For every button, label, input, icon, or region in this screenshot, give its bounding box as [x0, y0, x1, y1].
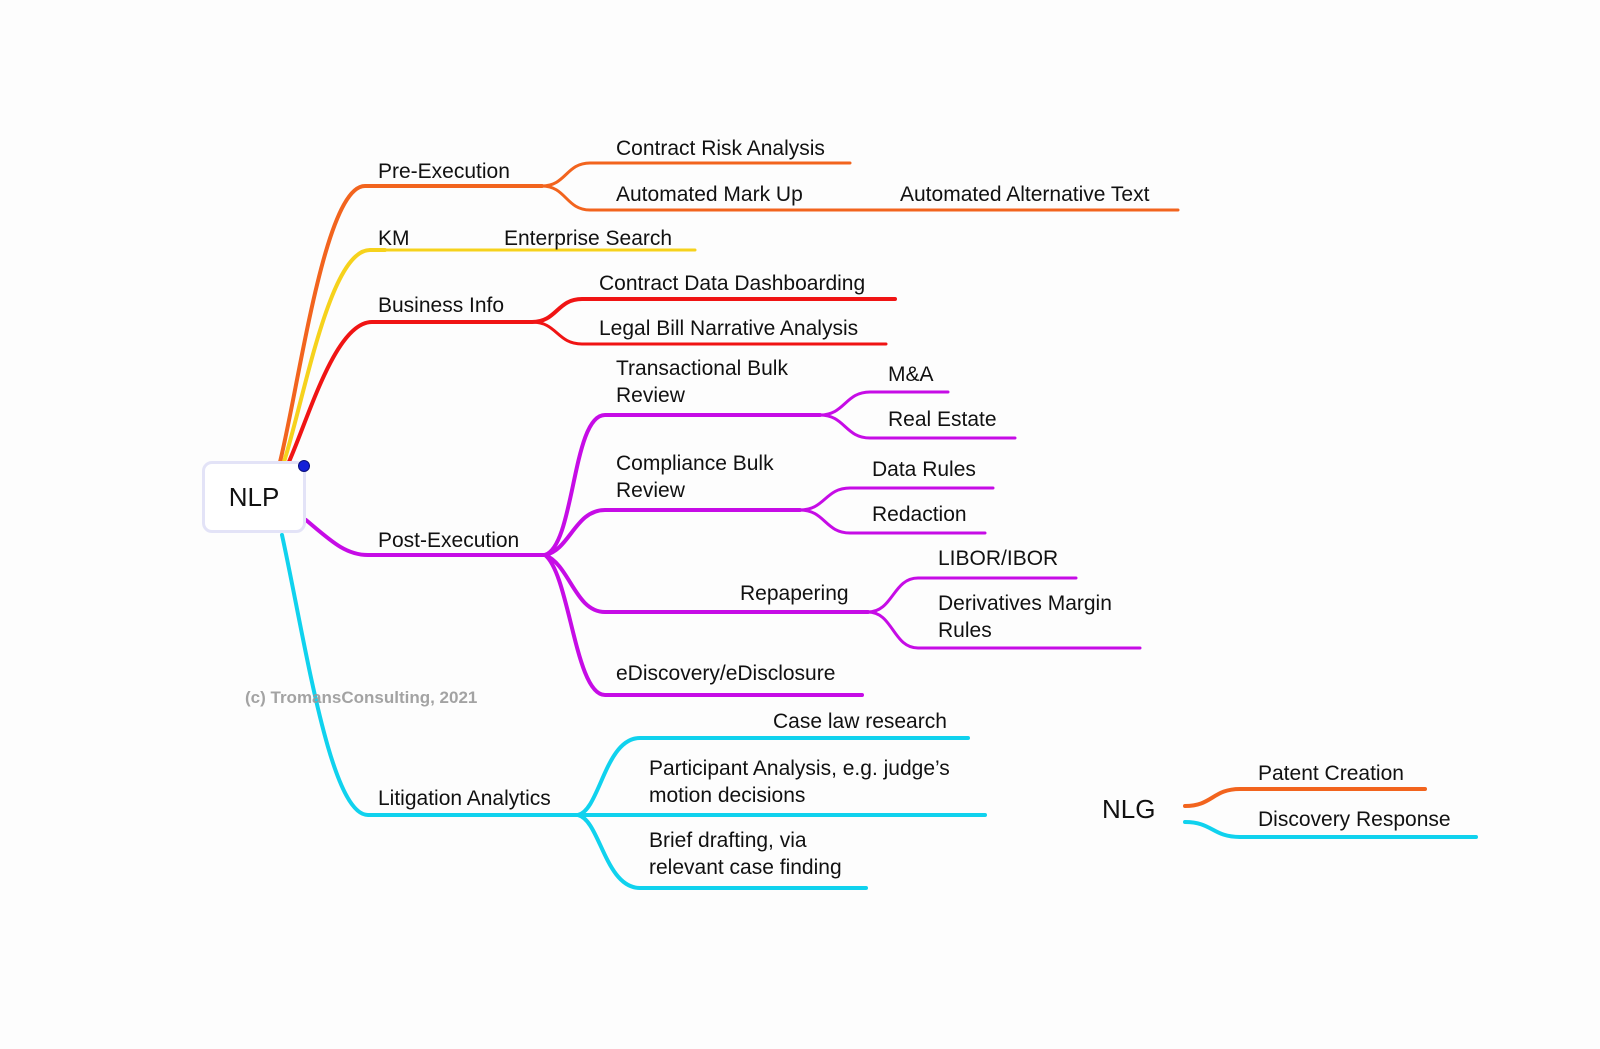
branch-line-pre-execution — [278, 184, 544, 464]
line-patent-creation — [1183, 787, 1427, 808]
node-m-and-a[interactable]: M&A — [888, 363, 934, 386]
branch-post-execution[interactable]: Post-Execution — [378, 529, 519, 552]
node-discovery-response[interactable]: Discovery Response — [1258, 808, 1451, 831]
node-patent-creation[interactable]: Patent Creation — [1258, 762, 1404, 785]
line-redaction — [798, 508, 987, 535]
node-enterprise-search[interactable]: Enterprise Search — [504, 227, 672, 250]
branch-line-business-info — [286, 320, 534, 466]
node-libor-ibor[interactable]: LIBOR/IBOR — [938, 547, 1058, 570]
node-contract-risk-analysis[interactable]: Contract Risk Analysis — [616, 137, 825, 160]
node-real-estate[interactable]: Real Estate — [888, 408, 997, 431]
node-contract-data-dashboarding[interactable]: Contract Data Dashboarding — [599, 272, 865, 295]
line-contract-data-dashboarding — [530, 297, 897, 324]
branch-line-post-execution — [304, 518, 547, 557]
line-transactional-bulk-review — [543, 413, 822, 557]
root-node-label: NLP — [228, 481, 280, 512]
line-data-rules — [798, 486, 995, 512]
line-libor-ibor — [866, 576, 1078, 614]
node-legal-bill-narrative-analysis[interactable]: Legal Bill Narrative Analysis — [599, 317, 858, 340]
line-automated-mark-up — [540, 184, 1180, 212]
branch-business-info[interactable]: Business Info — [378, 294, 504, 317]
line-contract-risk-analysis — [540, 161, 852, 188]
line-real-estate — [818, 413, 1017, 440]
branch-line-km — [282, 248, 387, 464]
branch-pre-execution[interactable]: Pre-Execution — [378, 160, 510, 183]
node-redaction[interactable]: Redaction — [872, 503, 967, 526]
line-discovery-response — [1183, 820, 1478, 839]
line-derivatives-margin-rules — [866, 610, 1142, 650]
line-legal-bill-narrative-analysis — [530, 320, 888, 346]
node-automated-alternative-text[interactable]: Automated Alternative Text — [900, 183, 1150, 206]
branch-line-litigation-analytics — [280, 533, 580, 817]
node-automated-mark-up[interactable]: Automated Mark Up — [616, 183, 803, 206]
line-case-law-research — [576, 736, 970, 817]
branch-litigation-analytics[interactable]: Litigation Analytics — [378, 787, 551, 810]
copyright-watermark: (c) TromansConsulting, 2021 — [245, 688, 478, 707]
line-m-and-a — [818, 390, 950, 417]
line-brief-drafting — [576, 813, 868, 890]
node-handle-icon[interactable] — [298, 460, 310, 472]
node-ediscovery[interactable]: eDiscovery/eDisclosure — [616, 662, 835, 685]
branch-km[interactable]: KM — [378, 227, 410, 250]
line-compliance-bulk-review — [543, 508, 802, 557]
line-ediscovery — [543, 553, 864, 697]
line-repapering — [543, 553, 870, 614]
node-data-rules[interactable]: Data Rules — [872, 458, 976, 481]
root-node-nlp[interactable]: NLP — [202, 461, 306, 533]
root-node-nlg[interactable]: NLG — [1102, 794, 1156, 824]
node-case-law-research[interactable]: Case law research — [773, 710, 947, 733]
node-repapering[interactable]: Repapering — [740, 582, 849, 605]
